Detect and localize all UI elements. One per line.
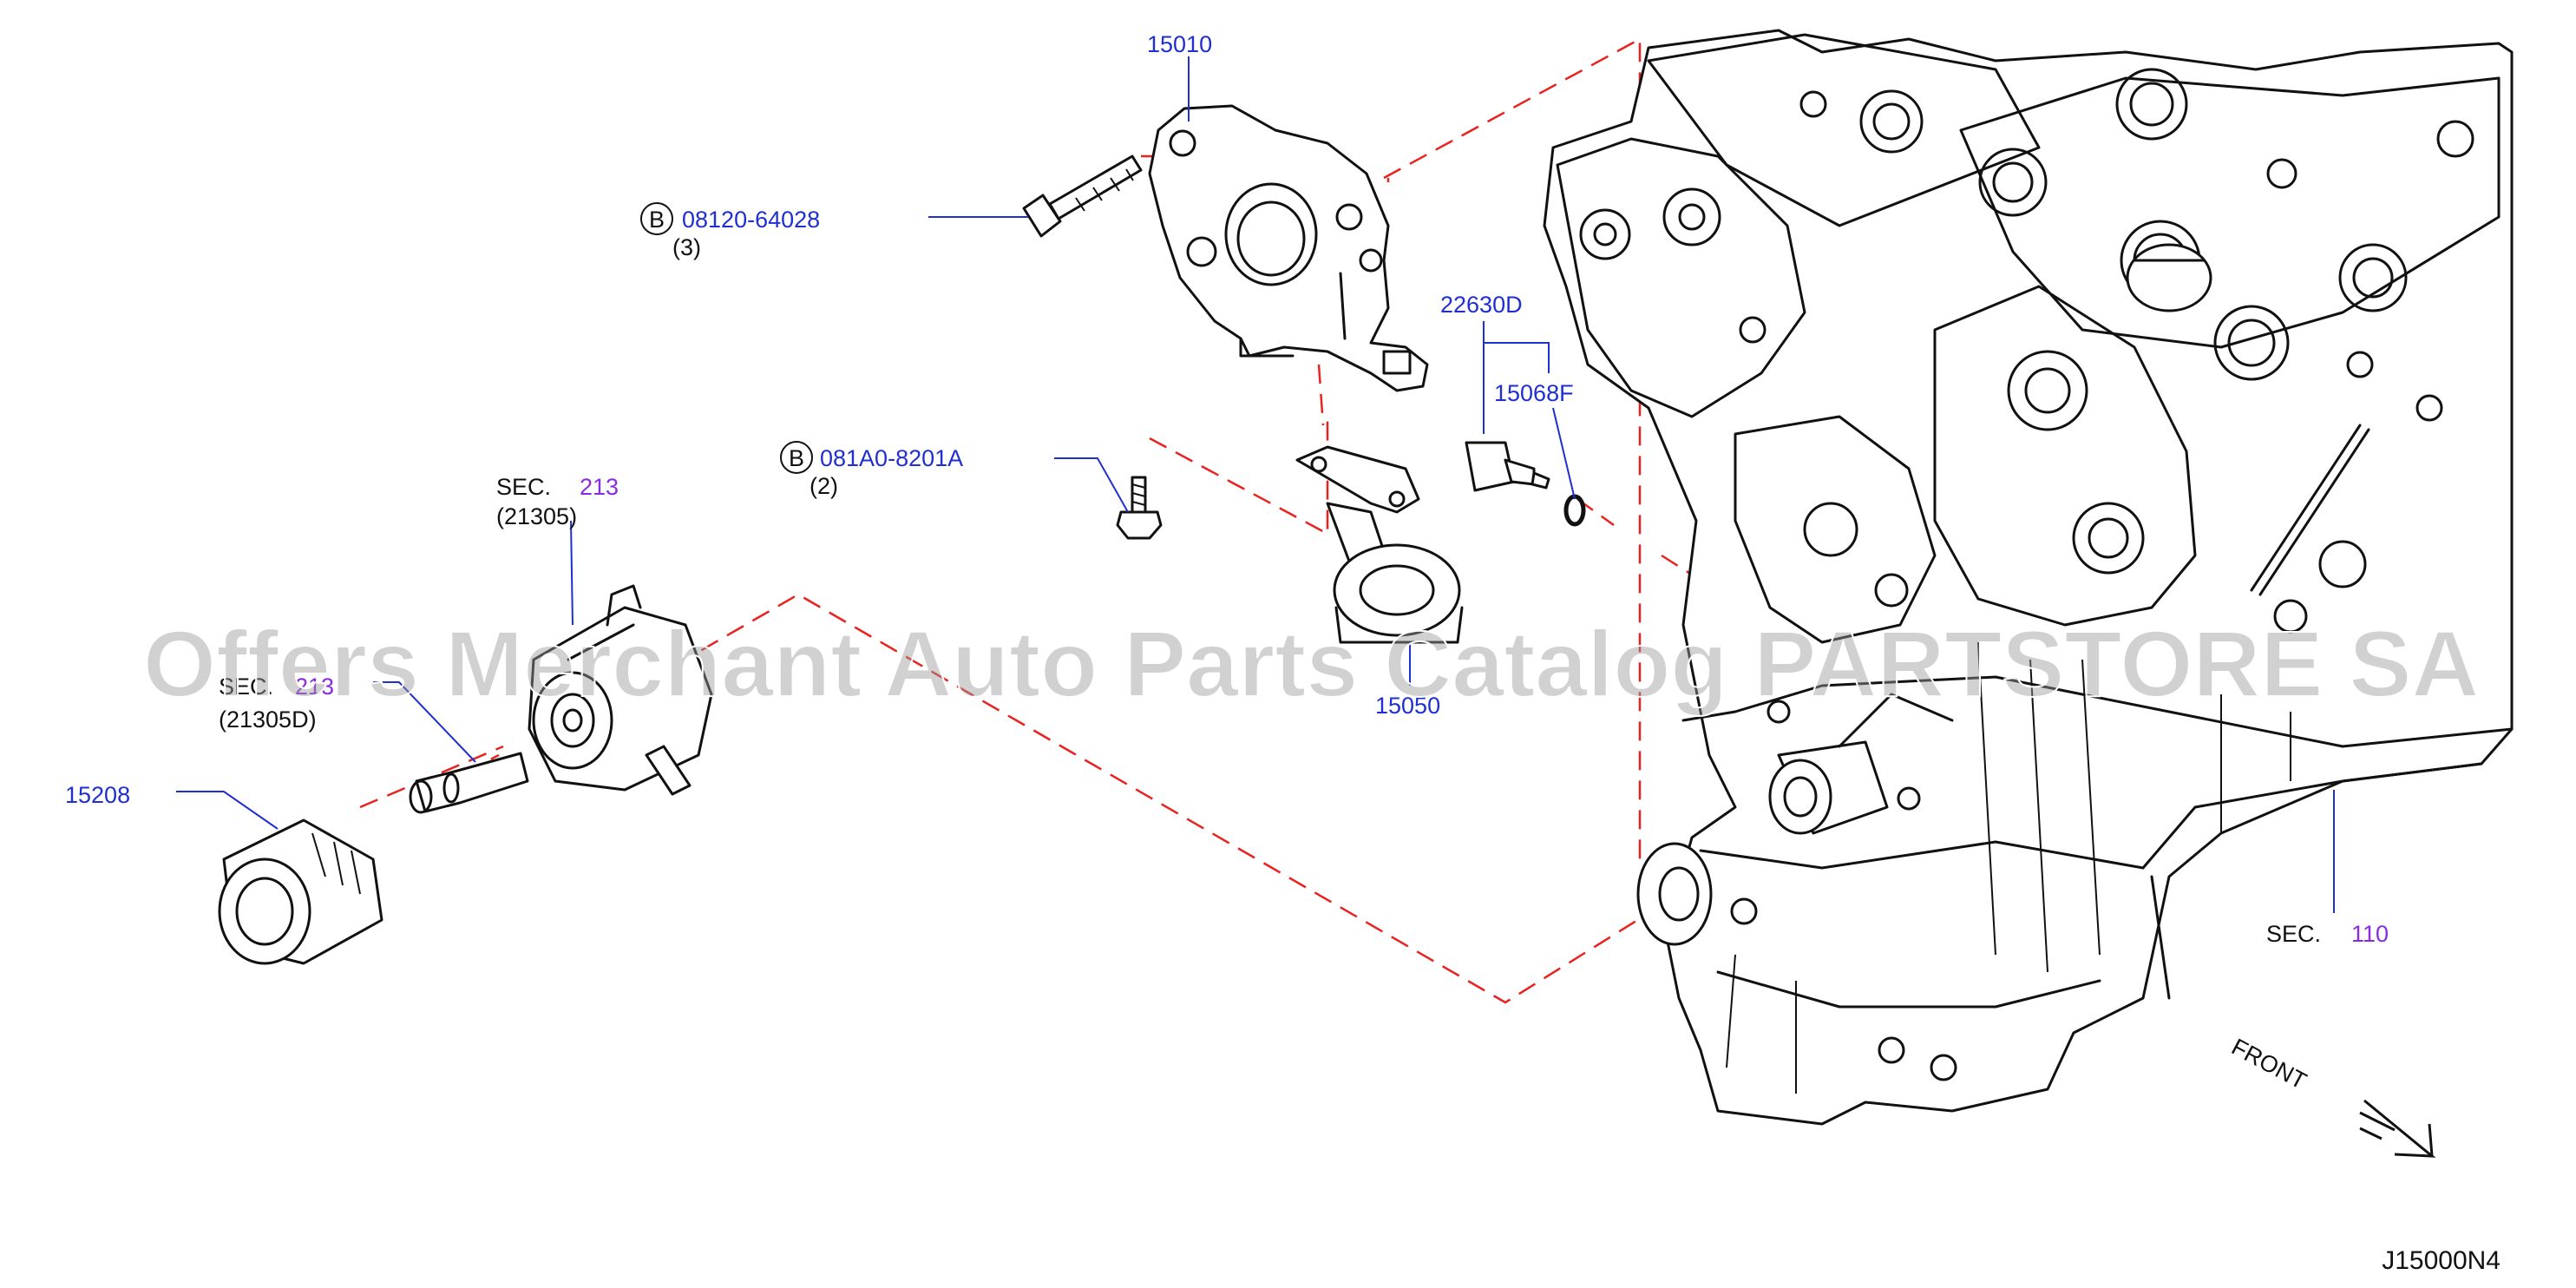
connector-sec: SEC. xyxy=(219,674,273,700)
leader-lines xyxy=(176,56,2335,913)
cooler-ref: (21305) xyxy=(496,503,577,529)
bolt-08120-64028-drawing xyxy=(1022,154,1143,238)
strainer-drawing xyxy=(1295,445,1464,644)
diagram-code: J15000N4 xyxy=(2382,1246,2501,1275)
label-22630d: 22630D xyxy=(1440,292,1523,318)
bolt-b-prefix: B xyxy=(789,445,804,471)
connector-sec-num: 213 xyxy=(295,674,334,700)
front-label: FRONT xyxy=(2227,1034,2311,1094)
label-15010: 15010 xyxy=(1147,31,1212,57)
bolt-b-qty: (2) xyxy=(810,473,838,499)
engine-sec-num: 110 xyxy=(2351,921,2389,947)
watermark: Offers Merchant Auto Parts Catalog PARTS… xyxy=(143,611,2479,716)
oil-pump-drawing xyxy=(1148,104,1429,392)
oil-cooler-drawing xyxy=(528,584,713,796)
connector-drawing xyxy=(409,752,529,814)
cooler-sec-num: 213 xyxy=(580,474,619,500)
bolt-a-prefix: B xyxy=(649,207,665,233)
engine-block-drawing xyxy=(1543,29,2514,1126)
sensor-drawing xyxy=(1465,441,1586,527)
bolt-b-prefix-circle xyxy=(780,441,813,474)
label-15208: 15208 xyxy=(65,782,130,808)
label-15050: 15050 xyxy=(1375,693,1440,719)
front-arrow-icon xyxy=(2359,1099,2436,1158)
label-081a0-8201a: 081A0-8201A xyxy=(820,445,963,471)
bolt-a-qty: (3) xyxy=(672,234,701,260)
bolt-081a0-8201a-drawing xyxy=(1116,476,1163,540)
connector-ref: (21305D) xyxy=(219,706,317,733)
engine-sec: SEC. xyxy=(2266,921,2321,947)
cooler-sec: SEC. xyxy=(496,474,551,500)
bolt-a-prefix-circle xyxy=(640,202,673,235)
label-15068f: 15068F xyxy=(1494,380,1574,406)
oil-filter-drawing xyxy=(218,818,383,965)
labels: 15010 B 08120-64028 (3) 22630D 15068F B … xyxy=(65,31,2501,1275)
label-08120-64028: 08120-64028 xyxy=(682,207,820,233)
